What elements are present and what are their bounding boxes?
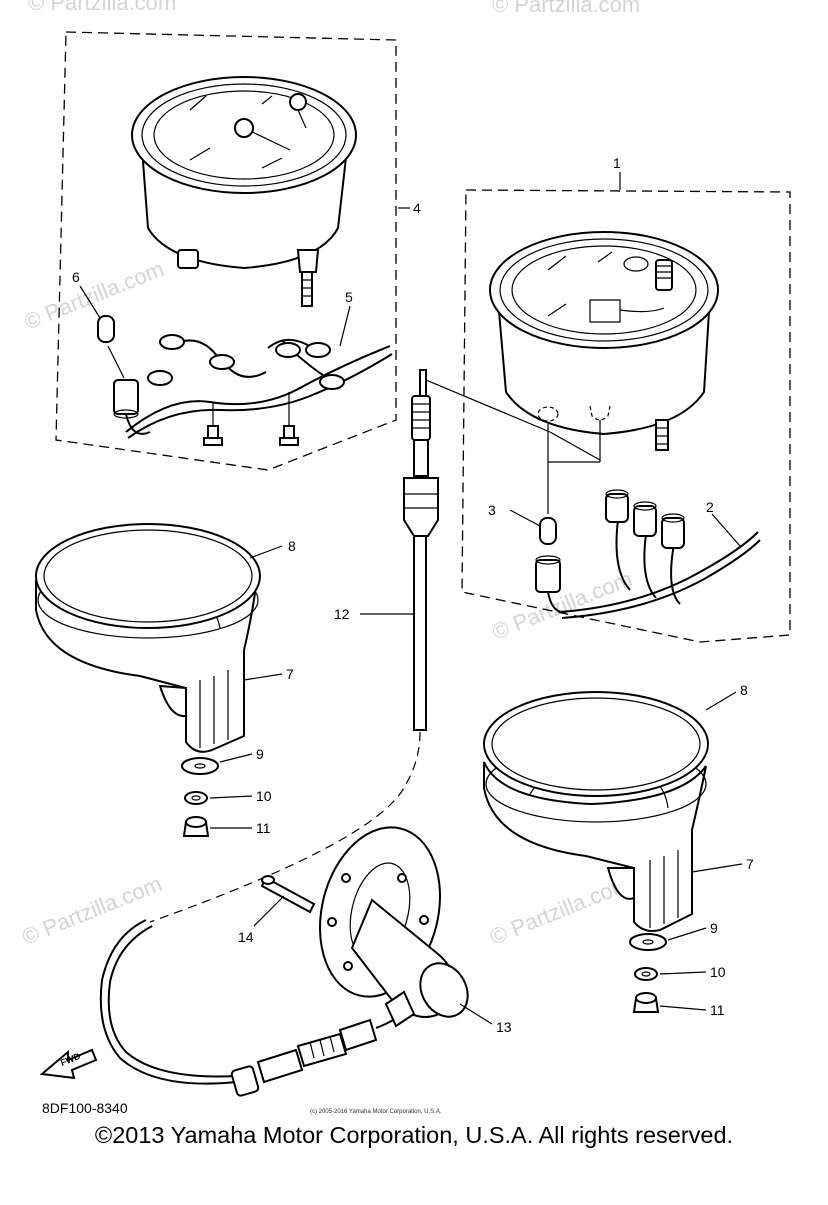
callout-13: 13 (496, 1019, 512, 1035)
footer-copyright: ©2013 Yamaha Motor Corporation, U.S.A. A… (94, 1122, 734, 1148)
wire-harness-right (535, 489, 761, 619)
diagram-code: 8DF100-8340 (42, 1100, 128, 1116)
hardware-right (629, 933, 667, 1013)
callout-numbers: 1 2 3 4 5 6 7 7 8 8 9 9 10 10 11 11 12 1… (72, 155, 754, 1035)
callout-3: 3 (488, 502, 496, 518)
callout-5: 5 (345, 289, 353, 305)
callout-9-left: 9 (256, 746, 264, 762)
callout-10-left: 10 (256, 788, 272, 804)
callout-11-left: 11 (256, 820, 271, 836)
watermark-6: © Partzilla.com (487, 871, 634, 950)
leader-lines (79, 172, 743, 1025)
callout-8-right: 8 (740, 682, 748, 698)
drive-pin (260, 875, 316, 914)
callout-9-right: 9 (710, 920, 718, 936)
meter-bracket-left (35, 523, 261, 753)
assembly-4-outline (55, 31, 397, 471)
speedometer-gear-unit (319, 826, 469, 1028)
meter-bracket-right (483, 691, 709, 932)
bulb-right (539, 420, 601, 545)
callout-8-left: 8 (288, 538, 296, 554)
callout-7-right: 7 (746, 856, 754, 872)
watermark-5: © Partzilla.com (19, 871, 166, 950)
wire-harness-left (113, 334, 393, 446)
callout-14: 14 (238, 929, 254, 945)
speedometer-cable-upper (403, 369, 601, 731)
watermark-3: © Partzilla.com (21, 256, 168, 335)
callout-10-right: 10 (710, 964, 726, 980)
callout-4: 4 (413, 200, 421, 216)
callout-1: 1 (613, 155, 621, 171)
meter-assembly-left (131, 76, 357, 307)
fwd-arrow: FWD (39, 1048, 98, 1080)
hardware-left (181, 757, 219, 837)
speedometer-cable-lower (99, 731, 421, 1097)
callout-6: 6 (72, 269, 80, 285)
watermark-1: © Partzilla.com (28, 0, 176, 15)
callout-12: 12 (334, 606, 350, 622)
watermark-2: © Partzilla.com (492, 0, 640, 17)
callout-2: 2 (706, 499, 714, 515)
callout-11-right: 11 (710, 1002, 725, 1018)
callout-7-left: 7 (286, 666, 294, 682)
bulb-left (97, 315, 125, 379)
meter-assembly-right (489, 231, 719, 451)
footer-small-copyright: (c) 2005-2016 Yamaha Motor Corporation, … (310, 1109, 442, 1115)
